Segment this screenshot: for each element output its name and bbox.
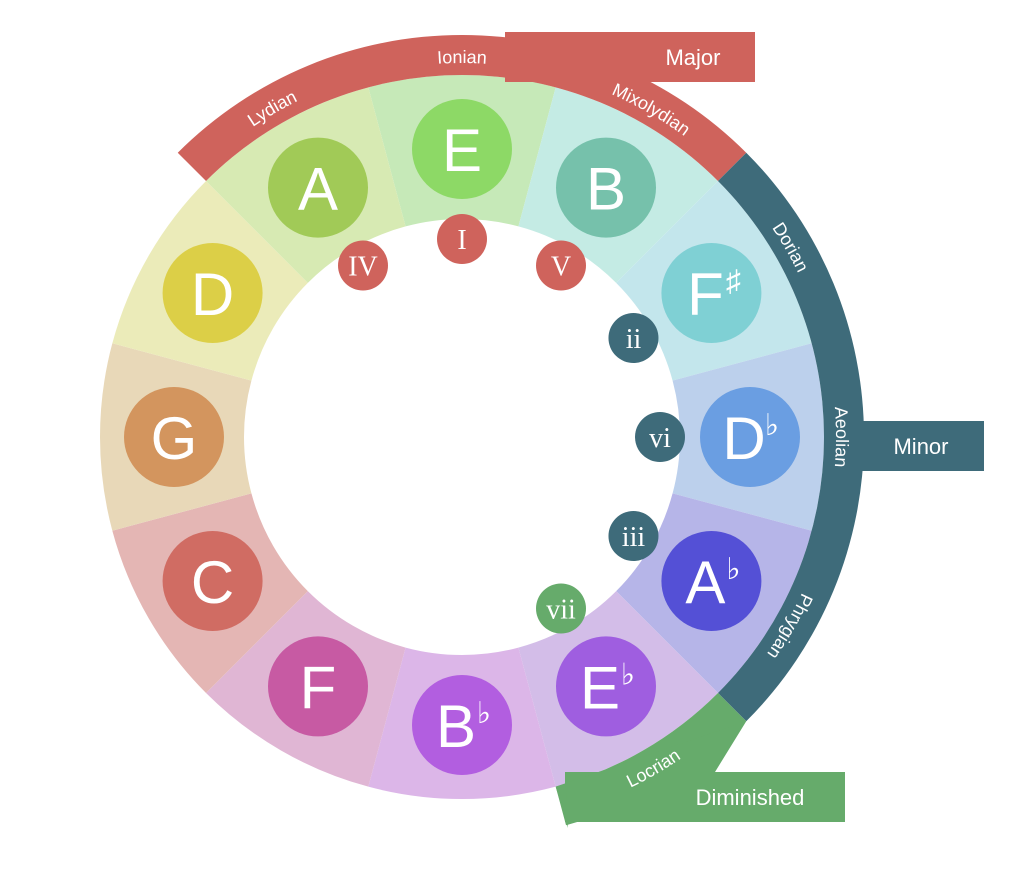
key-note-label: D bbox=[722, 405, 765, 472]
key-E-flat[interactable]: E♭ bbox=[556, 636, 656, 737]
key-accidental-label: ♭ bbox=[477, 697, 491, 730]
key-circle bbox=[556, 137, 656, 238]
degree-label: IV bbox=[348, 252, 378, 283]
key-F[interactable]: F bbox=[268, 636, 368, 737]
key-E[interactable]: E bbox=[412, 99, 512, 199]
minor-mode-band bbox=[717, 152, 864, 722]
degree-IV: IV bbox=[338, 240, 388, 291]
key-circle bbox=[124, 387, 224, 487]
mode-label-aeolian: Aeolian bbox=[831, 406, 852, 468]
diminished-band-tail bbox=[555, 721, 747, 828]
degree-iii: iii bbox=[608, 511, 659, 561]
mode-label-ionian: Ionian bbox=[437, 47, 488, 68]
degree-I: I bbox=[437, 214, 487, 264]
key-circle bbox=[700, 387, 800, 487]
key-circle bbox=[162, 531, 263, 631]
degree-circle bbox=[338, 240, 388, 291]
key-circle bbox=[661, 243, 762, 343]
key-B-flat[interactable]: B♭ bbox=[412, 675, 512, 775]
degree-label: iii bbox=[622, 522, 646, 553]
degree-circle bbox=[437, 214, 487, 264]
key-G[interactable]: G bbox=[124, 387, 224, 487]
mode-bands bbox=[177, 32, 984, 828]
degree-label: vi bbox=[649, 423, 671, 454]
key-D-flat[interactable]: D♭ bbox=[700, 387, 800, 487]
key-note-label: B bbox=[586, 156, 626, 223]
key-accidental-label: ♭ bbox=[726, 553, 740, 586]
key-circle bbox=[162, 243, 263, 343]
key-note-label: B bbox=[436, 693, 476, 760]
key-circle bbox=[412, 675, 512, 775]
key-D[interactable]: D bbox=[162, 243, 263, 343]
key-accidental-label: ♭ bbox=[621, 658, 635, 691]
key-note-label: E bbox=[580, 654, 620, 721]
degree-ii: ii bbox=[608, 313, 659, 363]
key-note-label: G bbox=[151, 405, 198, 472]
key-B[interactable]: B bbox=[556, 137, 656, 238]
degree-circle bbox=[608, 313, 659, 363]
key-note-label: F bbox=[687, 261, 724, 328]
key-A[interactable]: A bbox=[268, 137, 368, 238]
key-note-label: C bbox=[191, 549, 234, 616]
key-circle bbox=[268, 137, 368, 238]
key-accidental-label: ♯ bbox=[726, 265, 741, 298]
degree-label: vii bbox=[546, 594, 576, 625]
key-note-label: A bbox=[685, 549, 725, 616]
diminished-group-label: Diminished bbox=[696, 785, 805, 810]
degree-V: V bbox=[536, 240, 586, 291]
degree-label: ii bbox=[626, 324, 642, 355]
degree-label: I bbox=[457, 225, 466, 256]
key-circle bbox=[661, 531, 762, 631]
major-group-label: Major bbox=[665, 45, 720, 70]
degree-vii: vii bbox=[536, 583, 586, 634]
key-accidental-label: ♭ bbox=[765, 409, 779, 442]
key-circle bbox=[268, 636, 368, 737]
key-F-sharp[interactable]: F♯ bbox=[661, 243, 762, 343]
diminished-group-tab bbox=[565, 772, 845, 822]
degree-circle bbox=[635, 412, 685, 462]
key-circle bbox=[412, 99, 512, 199]
minor-group-tab bbox=[862, 421, 984, 471]
degree-circle bbox=[608, 511, 659, 561]
key-C[interactable]: C bbox=[162, 531, 263, 631]
key-note-label: F bbox=[300, 654, 337, 721]
degree-vi: vi bbox=[635, 412, 685, 462]
key-note-label: E bbox=[442, 117, 482, 184]
key-note-label: A bbox=[298, 156, 338, 223]
key-A-flat[interactable]: A♭ bbox=[661, 531, 762, 631]
minor-group-label: Minor bbox=[893, 434, 948, 459]
key-circle bbox=[556, 636, 656, 737]
key-note-label: D bbox=[191, 261, 234, 328]
degree-label: V bbox=[551, 252, 571, 283]
degree-circle bbox=[536, 240, 586, 291]
degree-circle bbox=[536, 583, 586, 634]
major-group-tab bbox=[505, 32, 755, 82]
